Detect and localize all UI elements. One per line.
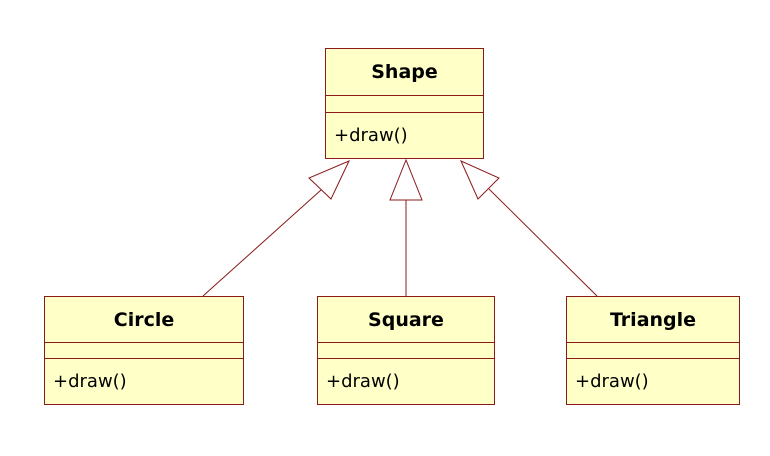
- generalization-circle-shape: [202, 160, 351, 297]
- generalization-triangle-shape: [460, 160, 598, 297]
- class-name: Triangle: [567, 297, 739, 343]
- class-circle[interactable]: Circle +draw(): [44, 296, 244, 405]
- class-square[interactable]: Square +draw(): [317, 296, 495, 405]
- attributes-compartment: [45, 343, 243, 359]
- inheritance-arrowhead: [460, 160, 500, 200]
- operation-draw: +draw(): [326, 371, 400, 392]
- class-triangle[interactable]: Triangle +draw(): [566, 296, 740, 405]
- class-name: Square: [318, 297, 494, 343]
- inheritance-arrowhead: [308, 160, 351, 200]
- inheritance-arrowhead: [389, 158, 423, 201]
- operation-draw: +draw(): [575, 371, 649, 392]
- attributes-compartment: [326, 96, 483, 113]
- generalization-square-shape: [389, 158, 423, 296]
- class-name: Circle: [45, 297, 243, 343]
- class-name: Shape: [326, 49, 483, 96]
- class-shape[interactable]: Shape +draw(): [325, 48, 484, 159]
- operation-draw: +draw(): [53, 371, 127, 392]
- attributes-compartment: [318, 343, 494, 359]
- attributes-compartment: [567, 343, 739, 359]
- operation-draw: +draw(): [334, 125, 408, 146]
